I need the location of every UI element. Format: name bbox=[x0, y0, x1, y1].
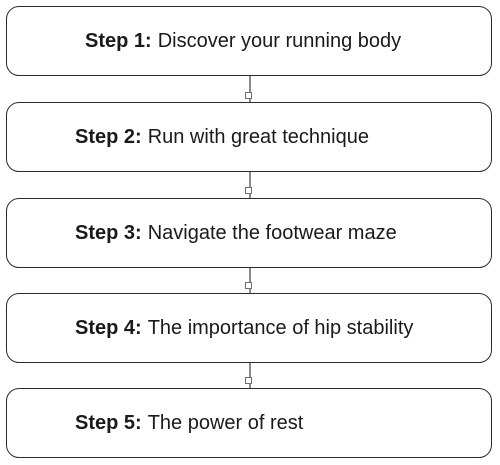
step-5-label: Step 5: bbox=[75, 411, 142, 434]
connector-2-3 bbox=[249, 172, 251, 198]
step-2-label: Step 2: bbox=[75, 125, 142, 148]
connector-3-4 bbox=[249, 268, 251, 293]
connector-4-5 bbox=[249, 363, 251, 388]
step-3-box: Step 3: Navigate the footwear maze bbox=[6, 198, 492, 268]
connector-node-3-4 bbox=[245, 282, 252, 289]
step-4-text: The importance of hip stability bbox=[147, 316, 414, 339]
step-2-box: Step 2: Run with great technique bbox=[6, 102, 492, 172]
step-3-label: Step 3: bbox=[75, 221, 142, 244]
step-1-box: Step 1: Discover your running body bbox=[6, 6, 492, 76]
step-4-box: Step 4: The importance of hip stability bbox=[6, 293, 492, 363]
connector-node-2-3 bbox=[245, 187, 252, 194]
step-2-text: Run with great technique bbox=[147, 125, 369, 148]
connector-node-4-5 bbox=[245, 377, 252, 384]
step-3-text: Navigate the footwear maze bbox=[147, 221, 397, 244]
connector-1-2 bbox=[249, 76, 251, 102]
step-1-text: Discover your running body bbox=[157, 29, 402, 52]
step-5-box: Step 5: The power of rest bbox=[6, 388, 492, 458]
step-1-label: Step 1: bbox=[85, 29, 152, 52]
connector-node-1-2 bbox=[245, 92, 252, 99]
step-4-label: Step 4: bbox=[75, 316, 142, 339]
step-5-text: The power of rest bbox=[147, 411, 304, 434]
